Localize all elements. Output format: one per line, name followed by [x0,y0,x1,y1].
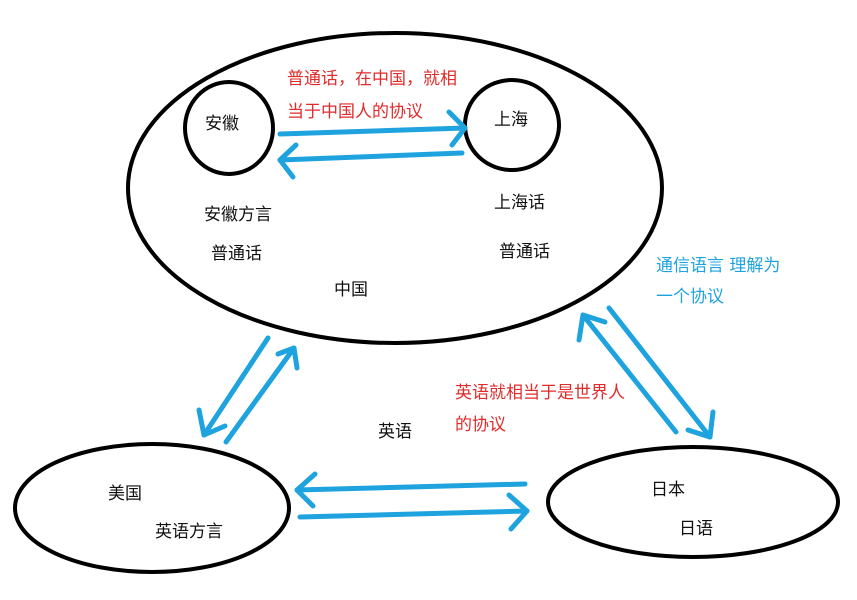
anhui-label: 安徽 [205,114,239,134]
anhui-circle [183,80,275,176]
putonghua-protocol-note-line1: 普通话，在中国，就相 [287,69,457,89]
usa-ellipse [13,442,291,574]
arrow-china-to-usa [196,335,271,438]
english-protocol-note-line2: 的协议 [455,415,506,435]
japan-label: 日本 [651,480,685,500]
arrow-usa-to-china [223,345,300,445]
china-ellipse [126,31,664,345]
anhui-dialect-text: 安徽方言 [204,205,272,225]
shanghai-label: 上海 [494,110,528,130]
anhui-putonghua-text: 普通话 [211,244,262,264]
english-label: 英语 [378,422,412,442]
comm-language-note-line1: 通信语言 理解为 [656,256,781,276]
arrow-usa-to-japan [297,492,530,532]
arrow-japan-to-usa [294,471,528,509]
japan-ellipse [546,445,840,559]
comm-language-note-line2: 一个协议 [656,287,724,307]
english-protocol-note-line1: 英语就相当于是世界人 [455,383,625,403]
japan-language-text: 日语 [679,519,713,539]
arrow-china-to-japan [606,305,716,440]
arrow-shanghai-to-anhui [277,142,465,180]
china-label: 中国 [334,280,368,300]
shanghai-putonghua-text: 普通话 [499,242,550,262]
usa-english-dialect-text: 英语方言 [155,522,223,542]
putonghua-protocol-note-line2: 当于中国人的协议 [287,102,423,122]
usa-label: 美国 [108,484,142,504]
shanghai-dialect-text: 上海话 [494,193,545,213]
arrow-japan-to-china [576,312,679,435]
arrow-anhui-to-shanghai [277,109,468,148]
